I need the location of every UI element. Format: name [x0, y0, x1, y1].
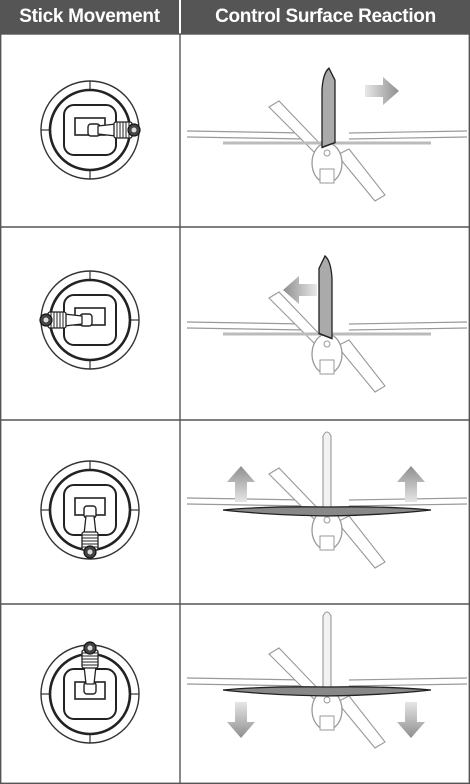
table-grid: [0, 33, 470, 784]
row-4-elevator-down-icon: [186, 611, 468, 749]
row-3-elevator-up-icon: [186, 431, 468, 569]
header-control-surface-reaction: Control Surface Reaction: [181, 0, 470, 34]
header-stick-movement: Stick Movement: [0, 0, 179, 34]
row-1-stick-right-icon: [39, 79, 141, 181]
row-3-stick-down-icon: [39, 459, 141, 561]
row-2-rudder-left-icon: [186, 255, 468, 393]
row-1-rudder-right-icon: [186, 67, 468, 202]
row-4-stick-up-icon: [39, 641, 141, 745]
row-2-stick-left-icon: [39, 269, 141, 371]
